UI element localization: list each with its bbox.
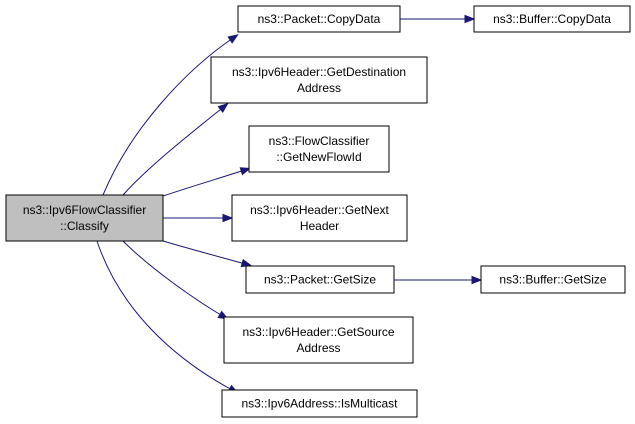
call-edge (400, 14, 476, 24)
node-label-line: ::GetNewFlowId (276, 150, 361, 164)
edge-line (162, 240, 250, 266)
node-box (237, 5, 401, 33)
node-box (480, 265, 626, 294)
call-edge (122, 102, 229, 196)
node-ismulti[interactable]: ns3::Ipv6Address::IsMulticast (221, 389, 418, 418)
call-edge (162, 167, 252, 197)
node-buf-getsize[interactable]: ns3::Buffer::GetSize (480, 265, 626, 294)
node-box (473, 5, 631, 33)
node-label-line: ns3::Packet::GetSize (264, 273, 376, 287)
node-box (248, 125, 390, 173)
node-label-line: Address (296, 341, 340, 355)
node-label-line: ns3::Ipv6Header::GetNext (250, 203, 389, 217)
arrowhead-icon (239, 167, 252, 176)
node-label-line: Address (297, 81, 341, 95)
arrowhead-icon (464, 14, 476, 24)
edge-line (122, 104, 227, 196)
arrowhead-icon (222, 213, 234, 223)
node-box (231, 194, 408, 242)
node-box (221, 389, 418, 418)
node-classify[interactable]: ns3::Ipv6FlowClassifier::Classify (5, 194, 164, 242)
node-label-line: ns3::Ipv6Address::IsMulticast (241, 397, 398, 411)
edges-layer (96, 14, 483, 394)
node-label-line: ns3::Ipv6FlowClassifier (23, 203, 146, 217)
node-label-line: ns3::FlowClassifier (269, 134, 370, 148)
edge-line (122, 240, 227, 319)
node-label-line: ::Classify (60, 219, 109, 233)
node-label-line: ns3::Buffer::CopyData (493, 12, 611, 26)
call-edge (96, 240, 239, 394)
node-buf-copydata[interactable]: ns3::Buffer::CopyData (473, 5, 631, 33)
call-edge (163, 213, 234, 223)
node-label-line: ns3::Ipv6Header::GetDestination (232, 65, 406, 79)
arrowhead-icon (227, 34, 239, 44)
arrowhead-icon (471, 275, 483, 285)
edge-line (102, 35, 237, 196)
call-edge (162, 240, 253, 268)
node-box (5, 194, 164, 242)
arrowhead-icon (217, 102, 229, 113)
node-copydata[interactable]: ns3::Packet::CopyData (237, 5, 401, 33)
node-label-line: ns3::Buffer::GetSize (499, 273, 606, 287)
node-box (245, 265, 395, 294)
node-getsize[interactable]: ns3::Packet::GetSize (245, 265, 395, 294)
node-label-line: Header (300, 219, 339, 233)
nodes-layer: ns3::Ipv6FlowClassifier::Classifyns3::Pa… (5, 5, 631, 418)
node-newflow[interactable]: ns3::FlowClassifier::GetNewFlowId (248, 125, 390, 173)
node-box (223, 316, 414, 364)
edge-line (96, 240, 237, 393)
call-edge (102, 34, 239, 196)
node-label-line: ns3::Packet::CopyData (258, 12, 381, 26)
call-edge (394, 275, 483, 285)
edge-line (162, 168, 249, 197)
node-label-line: ns3::Ipv6Header::GetSource (242, 325, 394, 339)
node-box (210, 56, 428, 104)
call-edge (122, 240, 229, 320)
